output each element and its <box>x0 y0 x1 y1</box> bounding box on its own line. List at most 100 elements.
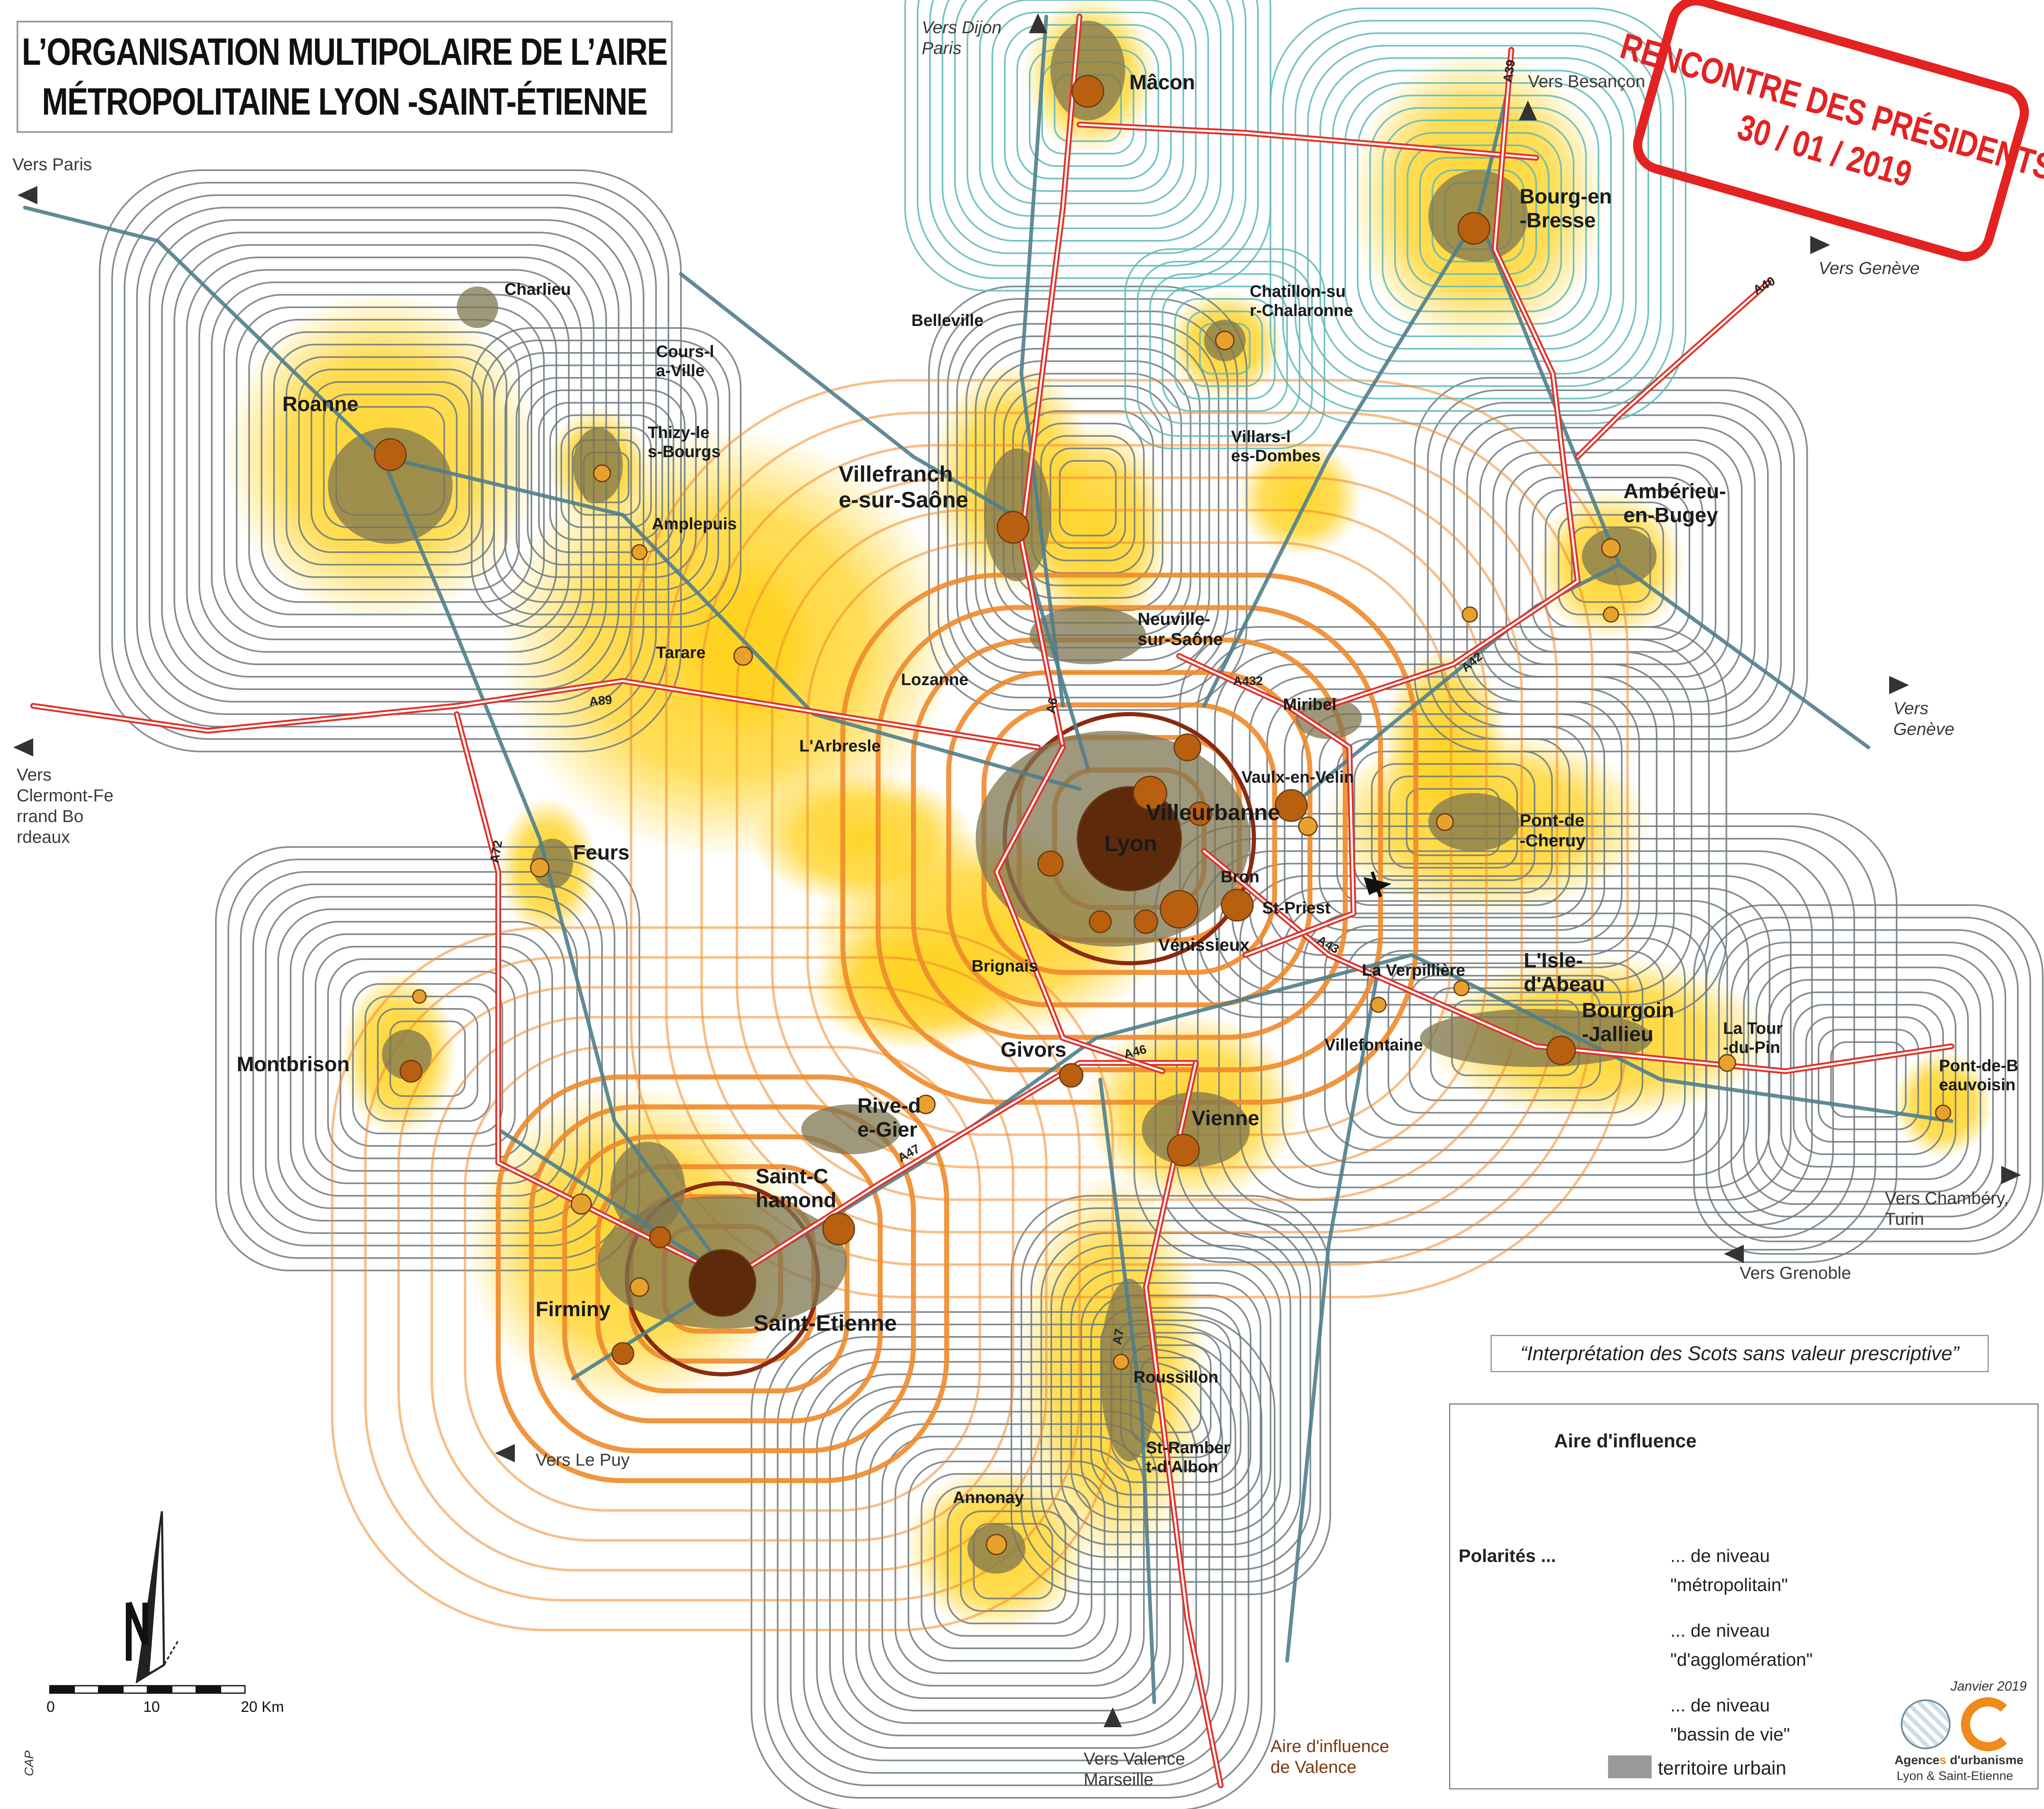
saint-etienne-contour <box>595 1164 849 1393</box>
saint-etienne-contour <box>496 1075 949 1483</box>
city-label-line: Neuville- <box>1138 609 1210 629</box>
polarity-circle <box>629 1277 649 1297</box>
contour-ring <box>261 331 520 590</box>
contour-ring <box>855 1411 1171 1711</box>
polarity-circle <box>530 858 550 878</box>
direction-arrow-icon <box>1029 13 1047 33</box>
polarity-circle <box>1133 909 1158 934</box>
direction-label-line: Vers Dijon <box>922 17 1001 37</box>
city-label-firminy: Firminy <box>536 1297 611 1321</box>
highway-centerline <box>1327 49 1579 707</box>
city-label-tourdupin: La Tour-du-Pin <box>1723 1019 1783 1057</box>
contour-ring <box>1332 70 1624 362</box>
direction-arrow-icon <box>2001 1166 2021 1184</box>
polarity-circle <box>1461 606 1478 623</box>
polarity-circle <box>1077 786 1182 891</box>
contour-ring <box>1307 45 1649 387</box>
influence-halo <box>1237 440 1362 556</box>
direction-label-line: Vers <box>1893 698 1929 718</box>
road-label-a6: A6 <box>1044 697 1060 715</box>
contour-ring <box>917 0 1259 279</box>
highway-centerline <box>32 680 1039 749</box>
city-label-line: Villefranch <box>839 462 953 487</box>
city-label-verpilliere: La Verpillière <box>1362 961 1465 979</box>
city-label-line: Pont-de <box>1520 810 1584 830</box>
direction-label-besancon: Vers Besançon <box>1528 71 1645 91</box>
contour-ring <box>1295 32 1662 399</box>
direction-label-line: Vers Chambéry, <box>1885 1188 2009 1208</box>
city-label-villeurbanne: Villeurbanne <box>1146 800 1280 825</box>
legend-agglo-line2: "d'agglomération" <box>1670 1650 1813 1670</box>
city-label-bourgoin: Bourgoin-Jallieu <box>1582 999 1674 1046</box>
contour-ring <box>967 0 1209 229</box>
contour-ring <box>273 344 507 578</box>
city-label-pontcheruy: Pont-de-Cheruy <box>1520 810 1586 850</box>
contour-ring <box>947 311 1229 686</box>
direction-label-line: Paris <box>922 38 962 58</box>
lyon-contour <box>665 411 1594 1266</box>
contour-ring <box>1780 991 1956 1168</box>
contour-ring <box>223 294 557 628</box>
lyon-contour <box>736 476 1523 1201</box>
city-label-line: Thizy-le <box>648 423 710 442</box>
contour-ring <box>124 194 657 727</box>
arrow-head <box>2001 1166 2021 1184</box>
contour-ring <box>1249 676 1657 968</box>
road-label-a89: A89 <box>589 693 613 709</box>
city-label-line: hamond <box>756 1189 836 1212</box>
direction-label-line: Vers <box>17 765 51 784</box>
polarity-circle <box>1457 212 1491 245</box>
city-label-tarare: Tarare <box>656 644 705 662</box>
contour-ring <box>1149 273 1300 424</box>
polarity-circle <box>1215 330 1235 350</box>
arrow-head <box>13 738 33 756</box>
contour-ring <box>1382 120 1574 312</box>
contour-ring <box>340 971 516 1147</box>
contour-ring <box>240 871 615 1246</box>
road-label-a432: A432 <box>1233 674 1263 688</box>
polarity-circle <box>631 544 648 561</box>
contour-ring <box>1731 942 2006 1217</box>
scale-label-10: 10 <box>143 1698 160 1715</box>
contour-ring <box>1345 938 1686 1138</box>
city-label-line: t-d'Albon <box>1146 1458 1218 1476</box>
highway-centerline <box>1576 281 1770 458</box>
contour-ring <box>1427 389 1795 740</box>
legend-urban-label: territoire urbain <box>1658 1757 1787 1779</box>
scale-segment <box>147 1685 173 1694</box>
contour-ring <box>1137 261 1313 437</box>
polarity-circle <box>611 1342 634 1365</box>
city-label-feurs: Feurs <box>573 841 629 864</box>
contour-ring <box>1050 448 1126 549</box>
scale-segment <box>122 1685 148 1694</box>
direction-arrow-icon <box>1724 1245 1744 1263</box>
city-label-lyon: Lyon <box>1104 831 1157 856</box>
contour-ring <box>1070 1270 1271 1520</box>
north-arrow-icon <box>126 1511 179 1684</box>
city-label-venissieux: Vénissieux <box>1158 935 1250 955</box>
city-label-line: eauvoisin <box>1939 1076 2016 1094</box>
map-credit: CAP <box>22 1750 36 1776</box>
urban-area <box>610 1142 685 1233</box>
contour-ring <box>1059 460 1117 536</box>
scale-label-0: 0 <box>47 1698 55 1715</box>
city-label-miribel: Miribel <box>1283 695 1337 714</box>
polarity-circle <box>996 511 1030 544</box>
contour-ring <box>1284 701 1623 943</box>
agency-logo-icon <box>1901 1699 1951 1749</box>
polarity-circle <box>1221 889 1254 922</box>
contour-ring <box>211 282 570 640</box>
urban-area <box>1100 1279 1158 1461</box>
polarity-circle <box>649 1226 671 1248</box>
contour-ring <box>934 1486 1092 1637</box>
city-label-line: Rive-d <box>857 1094 921 1117</box>
direction-label-line: Marseille <box>1084 1770 1153 1789</box>
contour-ring <box>482 340 730 615</box>
scale-segment <box>220 1685 246 1694</box>
city-label-arbresle: L'Arbresle <box>799 737 881 755</box>
contour-ring <box>277 908 578 1209</box>
